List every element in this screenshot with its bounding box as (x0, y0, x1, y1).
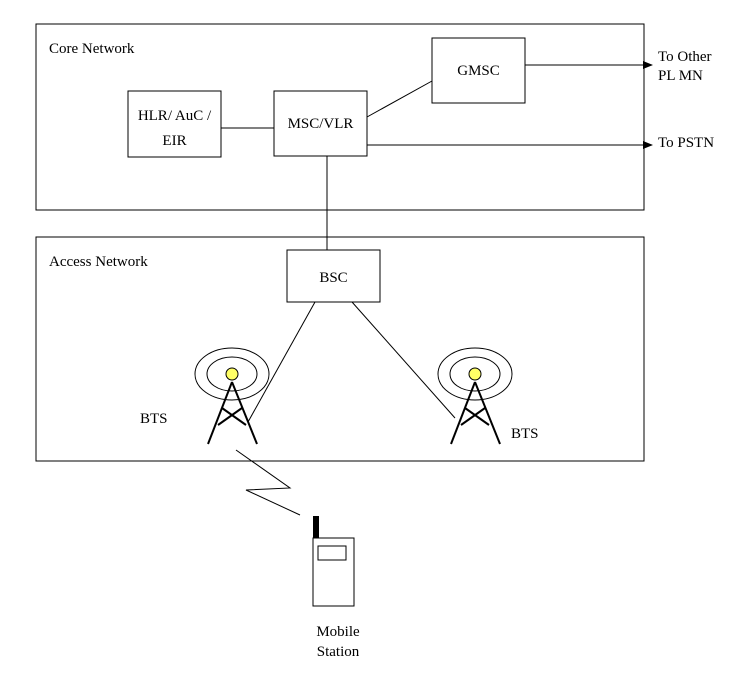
bsc-bts-left-link (247, 301, 316, 423)
bsc-bts-right-link (351, 301, 456, 419)
to-other-plmn-line1: To Other (658, 49, 712, 65)
to-pstn-label: To PSTN (658, 135, 714, 151)
core-network-title: Core Network (49, 41, 135, 57)
gmsc-node: GMSC (431, 37, 526, 104)
connections (221, 61, 653, 516)
mobile-phone-icon (312, 516, 355, 607)
hlr-auc-eir-node: HLR/ AuC / EIR (127, 90, 222, 158)
bts-left-tower-icon (194, 347, 270, 445)
mobile-station-line2: Station (317, 644, 360, 660)
msc-gmsc-link (366, 80, 433, 118)
gmsc-label: GMSC (457, 63, 500, 79)
msc-label: MSC/VLR (288, 116, 354, 132)
bts-right-tower-icon (437, 347, 513, 445)
mobile-station-line1: Mobile (316, 624, 360, 640)
to-other-plmn-line2: PL MN (658, 68, 703, 84)
hlr-label-line1: HLR/ AuC / (138, 108, 212, 124)
bts-right-label: BTS (511, 426, 539, 442)
radio-link-zigzag (235, 449, 301, 516)
hlr-label-line2: EIR (162, 133, 186, 149)
msc-vlr-node: MSC/VLR (273, 90, 368, 157)
bsc-label: BSC (319, 270, 347, 286)
core-network-region: Core Network (35, 23, 645, 211)
bts-left-label: BTS (140, 411, 168, 427)
access-network-region: Access Network (35, 236, 645, 462)
bsc-node: BSC (286, 249, 381, 303)
access-network-title: Access Network (49, 254, 148, 270)
